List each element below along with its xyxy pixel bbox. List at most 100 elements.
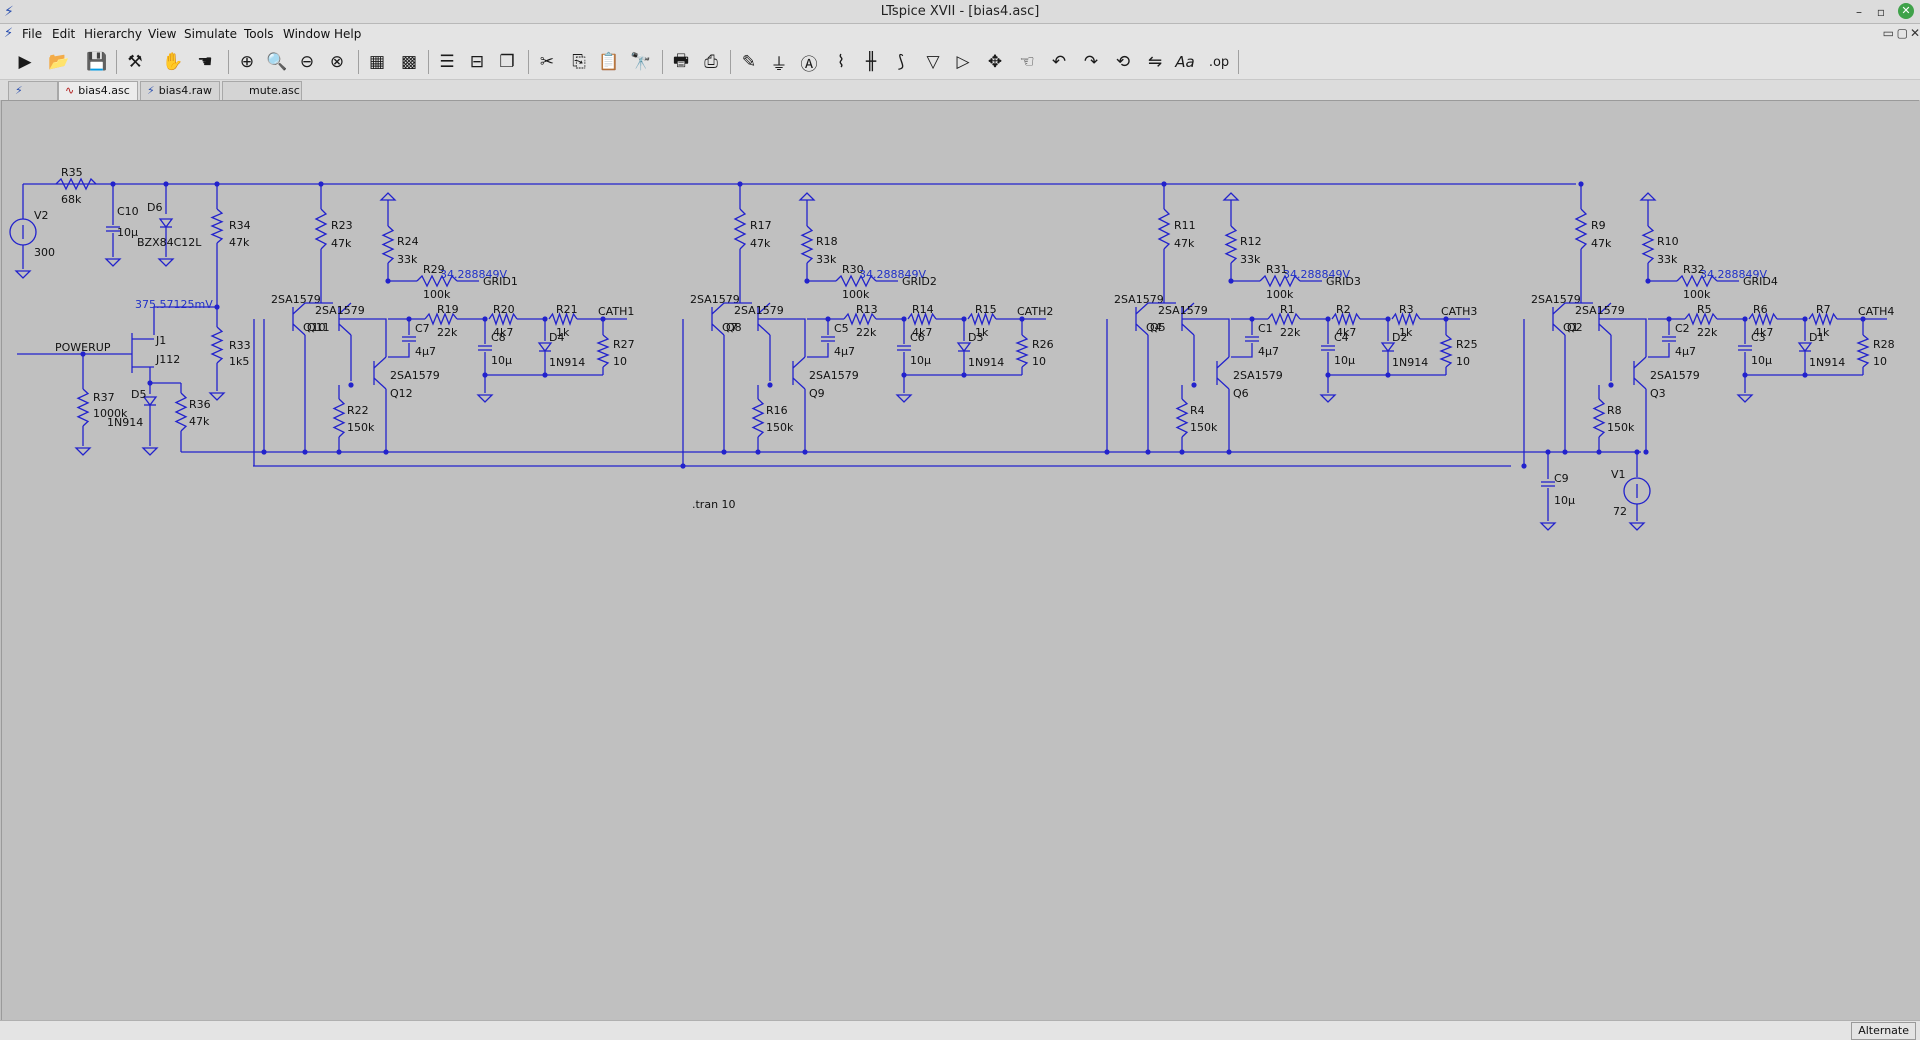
component-icon[interactable]: ▷ [956, 52, 970, 72]
print-preview-icon[interactable]: ⎙ [704, 52, 718, 72]
restore-button[interactable]: ▫ [1876, 5, 1886, 19]
resistor-icon[interactable]: ⌇ [836, 52, 846, 72]
rotate-icon[interactable]: ⟲ [1115, 52, 1131, 72]
transistor-lead [1633, 377, 1647, 390]
schematic-icon: ∿ [65, 84, 75, 97]
document-icon[interactable]: ⚡ [4, 26, 14, 41]
halt-icon[interactable]: ✋ [162, 52, 184, 72]
label: 4k7 [493, 326, 513, 339]
menu-help[interactable]: Help [334, 27, 362, 41]
label: C10 [117, 205, 139, 218]
label: 150k [347, 421, 375, 434]
label: R6 [1753, 303, 1768, 316]
find-icon[interactable]: 🔭 [630, 52, 652, 72]
menu-tools[interactable]: Tools [244, 27, 274, 41]
diode-symbol [1797, 342, 1813, 353]
text-tool-icon[interactable]: Aa [1175, 53, 1195, 71]
mdi-maximize-icon[interactable]: ▢ [1896, 26, 1908, 40]
print-icon[interactable]: 🖶 [672, 50, 690, 71]
label: C6 [910, 331, 925, 344]
mirror-icon[interactable]: ⇋ [1147, 52, 1163, 72]
control-panel-icon[interactable]: ⚒ [127, 52, 143, 72]
diode-icon[interactable]: ▽ [926, 52, 940, 72]
draw-wire-icon[interactable]: ✎ [741, 52, 757, 72]
tab-mute-asc[interactable]: mute.asc [222, 81, 302, 100]
junction-dot [383, 449, 389, 455]
label: 1k [1399, 326, 1413, 339]
label: 10 [1032, 355, 1046, 368]
tab-bias4-asc[interactable]: ∿bias4.asc [58, 81, 138, 100]
transistor-lead [292, 302, 306, 315]
label: 1k [975, 326, 989, 339]
label: 10µ [491, 354, 512, 367]
label: 2SA1579 [315, 304, 365, 317]
ground-symbol [74, 447, 92, 456]
mdi-restore-icon[interactable]: ▭ [1882, 26, 1894, 40]
zoom-in-icon[interactable]: ⊕ [239, 52, 255, 72]
schematic-drawing[interactable]: V2300R3568kC1010µD6BZX84C12LR3447k375.57… [2, 101, 1920, 1021]
copy-icon[interactable]: ⎘ [572, 52, 586, 72]
autorange-icon[interactable]: ▦ [368, 52, 386, 72]
label: 2SA1579 [734, 304, 784, 317]
tab-bias4-raw[interactable]: ⚡bias4.raw [140, 81, 220, 100]
label: Q3 [1650, 387, 1666, 400]
label: 72 [1613, 505, 1627, 518]
zoom-area-icon[interactable]: 🔍 [266, 52, 288, 72]
diode-symbol [142, 396, 158, 407]
cut-icon[interactable]: ✂ [539, 52, 555, 72]
label: Q10 [303, 321, 326, 334]
label: C5 [834, 322, 849, 335]
toolbar: ▶ 📂 💾 ⚒ ✋ ☚ ⊕ 🔍 ⊖ ⊗ ▦ ▩ ☰ ⊟ ❐ ✂ ⎘ 📋 🔭 🖶 … [0, 44, 1920, 80]
grid-label: GRID3 [1326, 275, 1361, 288]
menu-window[interactable]: Window [283, 27, 331, 41]
label: C7 [415, 322, 430, 335]
spice-directive-icon[interactable]: .op [1208, 54, 1230, 70]
label: 2SA1579 [809, 369, 859, 382]
transistor-lead [292, 323, 306, 336]
label: 1N914 [549, 356, 585, 369]
pan-icon[interactable]: ☚ [197, 52, 213, 72]
junction-dot [1226, 449, 1232, 455]
grid-icon[interactable]: ▩ [400, 52, 418, 72]
run-icon[interactable]: ▶ [18, 52, 32, 72]
save-icon[interactable]: 💾 [86, 52, 108, 72]
label: 1N914 [968, 356, 1004, 369]
ground-icon[interactable]: ⏚ [770, 54, 788, 75]
resistor [416, 274, 458, 288]
label: 2SA1579 [1531, 293, 1581, 306]
label-net-icon[interactable]: Ⓐ [800, 54, 818, 75]
menu-view[interactable]: View [148, 27, 177, 41]
minimize-button[interactable]: – [1856, 5, 1862, 19]
junction-dot [1802, 316, 1808, 322]
mdi-close-icon[interactable]: ✕ [1909, 26, 1920, 40]
redo-icon[interactable]: ↷ [1083, 52, 1099, 72]
inductor-icon[interactable]: ⟆ [897, 52, 905, 72]
move-icon[interactable]: ✥ [987, 52, 1003, 72]
junction-dot [1742, 372, 1748, 378]
undo-icon[interactable]: ↶ [1051, 52, 1067, 72]
close-button[interactable]: ✕ [1898, 3, 1914, 19]
label: D3 [968, 331, 983, 344]
menu-file[interactable]: File [22, 27, 43, 41]
menu-hierarchy[interactable]: Hierarchy [84, 27, 143, 41]
label: R8 [1607, 404, 1622, 417]
tile-vertical-icon[interactable]: ⊟ [469, 52, 485, 72]
drag-icon[interactable]: ☜ [1019, 52, 1035, 72]
junction-dot [721, 449, 727, 455]
zoom-out-icon[interactable]: ⊖ [299, 52, 315, 72]
paste-icon[interactable]: 📋 [598, 52, 620, 72]
cascade-icon[interactable]: ❐ [499, 52, 515, 72]
tab-home-icon[interactable]: ⚡ [8, 81, 58, 100]
open-icon[interactable]: 📂 [48, 52, 70, 72]
capacitor-icon[interactable]: ╫ [865, 52, 877, 72]
menu-edit[interactable]: Edit [52, 27, 76, 41]
wire [388, 343, 410, 358]
ground-symbol [476, 394, 494, 403]
supply-arrow [798, 192, 816, 201]
junction-dot [542, 316, 548, 322]
tile-horizontal-icon[interactable]: ☰ [439, 52, 455, 72]
label: R33 [229, 339, 251, 352]
menu-simulate[interactable]: Simulate [184, 27, 238, 41]
zoom-fit-icon[interactable]: ⊗ [329, 52, 345, 72]
